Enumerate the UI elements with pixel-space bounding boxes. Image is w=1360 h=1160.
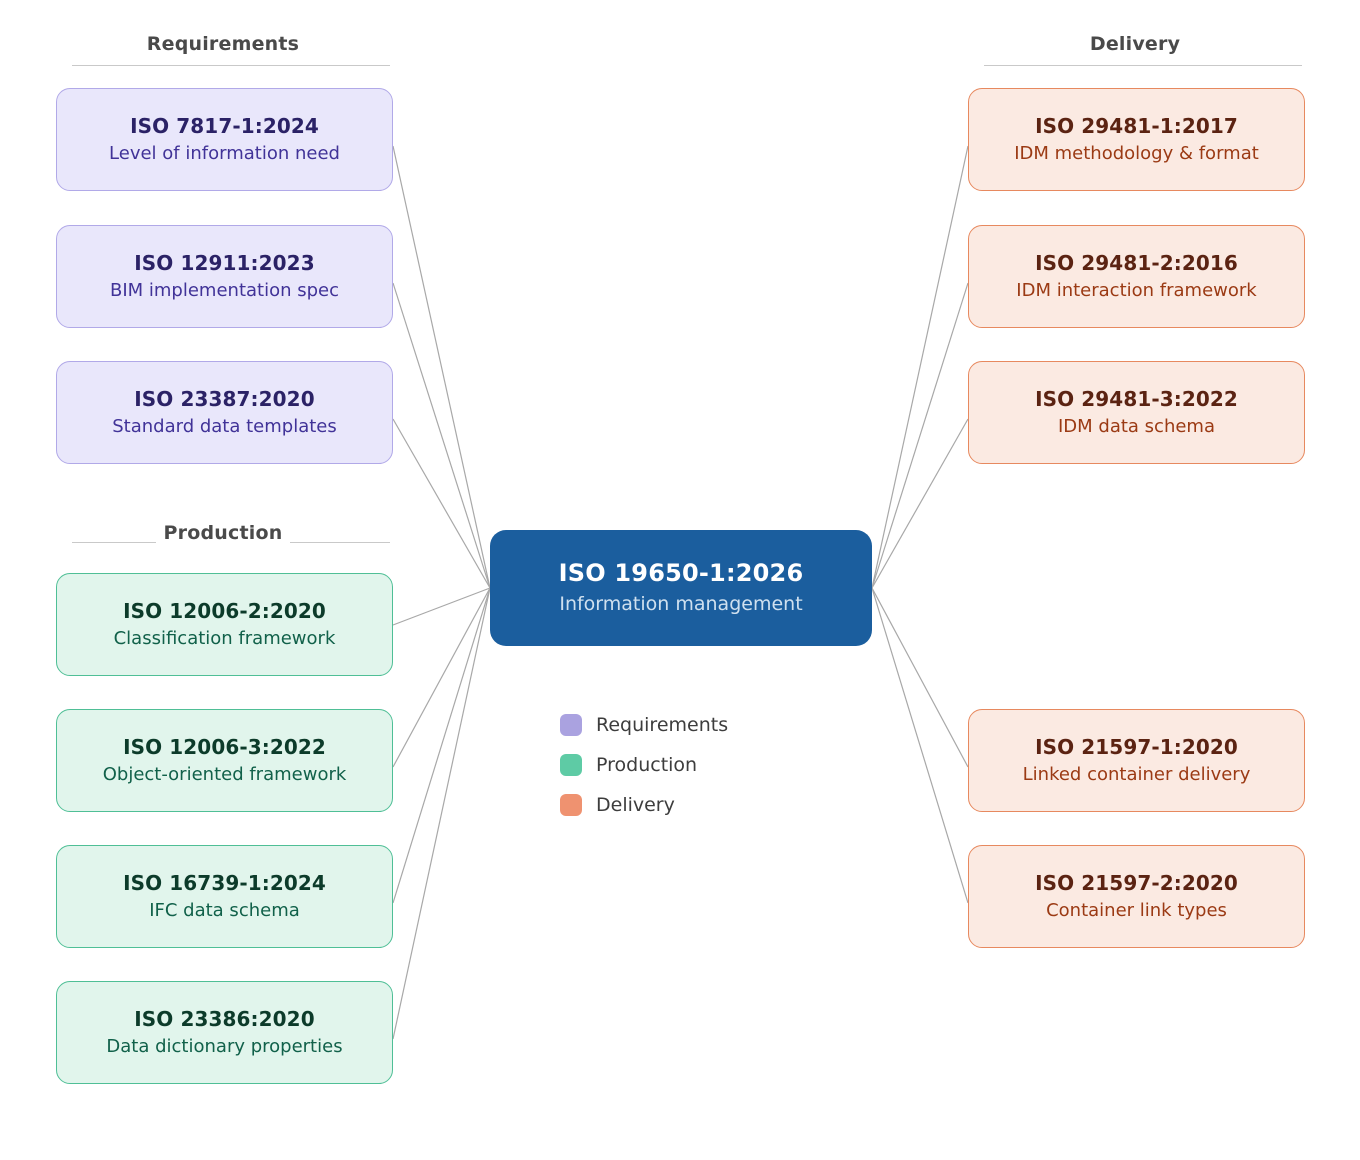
legend-label: Production: [596, 754, 698, 776]
card-desc: IDM data schema: [1057, 415, 1215, 437]
edge-line: [392, 282, 491, 589]
card-code: ISO 29481-1:2017: [1035, 113, 1238, 138]
section-title: Requirements: [138, 32, 308, 56]
card-desc: Container link types: [1046, 899, 1227, 921]
legend-swatch-icon: [560, 794, 582, 816]
card-desc: Level of information need: [109, 142, 340, 164]
legend-row: Production: [560, 745, 728, 785]
card-desc: Classification framework: [113, 627, 336, 649]
center-node-desc: Information management: [559, 593, 803, 615]
legend-swatch-icon: [560, 714, 582, 736]
section-divider: [72, 65, 390, 66]
card-desc: Object-oriented framework: [102, 763, 347, 785]
section-divider: [984, 65, 1302, 66]
card-desc: BIM implementation spec: [109, 279, 340, 301]
card-code: ISO 23387:2020: [134, 386, 315, 411]
card-code: ISO 29481-3:2022: [1035, 386, 1238, 411]
center-node-iso-19650[interactable]: ISO 19650-1:2026 Information management: [490, 530, 872, 646]
card-code: ISO 12911:2023: [134, 250, 315, 275]
card-desc: IFC data schema: [149, 899, 300, 921]
legend-row: Requirements: [560, 705, 728, 745]
card-desc: Linked container delivery: [1022, 763, 1251, 785]
card-code: ISO 21597-2:2020: [1035, 870, 1238, 895]
legend-label: Requirements: [596, 714, 729, 736]
section-title: Delivery: [1081, 32, 1189, 56]
legend-label: Delivery: [596, 794, 675, 816]
edge-line: [871, 587, 969, 768]
edge-line: [392, 587, 491, 768]
edge-line: [392, 587, 491, 1040]
card-code: ISO 12006-2:2020: [123, 598, 326, 623]
card-code: ISO 29481-2:2016: [1035, 250, 1238, 275]
edge-line: [871, 282, 969, 589]
center-node-code: ISO 19650-1:2026: [558, 559, 804, 587]
edge-line: [871, 145, 969, 589]
card-code: ISO 21597-1:2020: [1035, 734, 1238, 759]
edge-line: [871, 418, 969, 589]
card-desc: Data dictionary properties: [106, 1035, 343, 1057]
card-code: ISO 12006-3:2022: [123, 734, 326, 759]
card-code: ISO 16739-1:2024: [123, 870, 326, 895]
card-desc: IDM methodology & format: [1014, 142, 1259, 164]
edge-line: [871, 587, 969, 904]
card-desc: Standard data templates: [112, 415, 337, 437]
section-header-delivery: Delivery: [970, 32, 1302, 66]
card-code: ISO 23386:2020: [134, 1006, 315, 1031]
edge-line: [392, 587, 491, 626]
section-header-production: Production: [58, 521, 390, 545]
section-title: Production: [155, 521, 291, 545]
edge-line: [392, 418, 491, 589]
card-code: ISO 7817-1:2024: [130, 113, 319, 138]
legend-row: Delivery: [560, 785, 728, 825]
card-desc: IDM interaction framework: [1016, 279, 1257, 301]
section-header-requirements: Requirements: [58, 32, 390, 66]
edge-line: [392, 587, 491, 904]
edge-line: [392, 145, 491, 589]
legend-swatch-icon: [560, 754, 582, 776]
